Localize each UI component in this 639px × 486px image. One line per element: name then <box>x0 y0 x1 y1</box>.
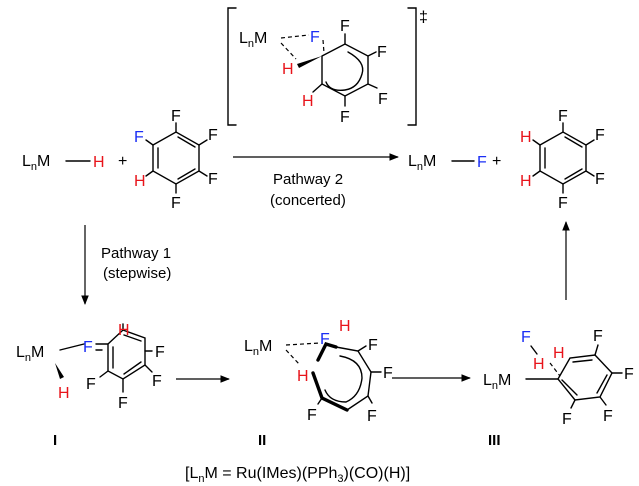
pathway-1-label: Pathway 1 <box>101 245 171 262</box>
fluorine-atom: F <box>378 91 388 108</box>
metal-L-label: LnM <box>483 372 511 392</box>
metal-L-label: LnM <box>408 153 436 173</box>
benzene-ring <box>539 131 587 185</box>
fluorine-atom: F <box>377 44 387 61</box>
plus-sign: + <box>492 153 501 170</box>
product-tetrafluorobenzene: H H F F F F <box>520 108 605 212</box>
intermediate-II: LnM F H H F F F F <box>244 318 393 425</box>
fluorine-atom: F <box>595 171 605 188</box>
wedge-bond <box>55 363 64 379</box>
fluorine-atom: F <box>320 331 330 348</box>
fluorine-atom: F <box>562 411 572 428</box>
metal-L-label: LnM <box>22 153 50 173</box>
hydrogen-atom: H <box>533 356 545 373</box>
hydrogen-atom: H <box>553 345 565 362</box>
delocalized-arc <box>325 51 364 92</box>
fluorine-atom: F <box>152 373 162 390</box>
fluorine-atom: F <box>171 108 181 125</box>
metal-L-label: LnM <box>239 30 267 50</box>
benzene-ring <box>152 131 200 185</box>
product-metal-fluoride: LnM F <box>408 153 487 173</box>
fluorine-atom: F <box>593 328 603 345</box>
reactant-metal-hydride: LnM H <box>22 153 105 173</box>
pathway-2-sublabel: (concerted) <box>270 192 346 209</box>
delocalized-arc <box>324 355 363 403</box>
hydrogen-atom: H <box>58 385 70 402</box>
fluorine-atom: F <box>368 337 378 354</box>
transition-state: ‡ LnM F H F F F F H <box>227 7 428 126</box>
benzene-ring <box>557 354 613 401</box>
fluorine-atom: F <box>558 195 568 212</box>
fluorine-atom: F <box>208 171 218 188</box>
fluorine-atom: F <box>155 344 165 361</box>
label-intermediate-I: I <box>53 432 57 449</box>
ring-front-edge <box>316 341 338 362</box>
fluorine-atom: F <box>86 376 96 393</box>
hydrogen-atom: H <box>118 322 130 339</box>
fluorine-atom: F <box>595 127 605 144</box>
intermediate-III: F H H LnM F F F F <box>483 328 634 428</box>
hydrogen-atom: H <box>339 318 351 335</box>
hydrogen-atom: H <box>520 173 532 190</box>
ligand-definition-footnote: [LnM = Ru(IMes)(PPh3)(CO)(H)] <box>185 465 410 485</box>
fluorine-atom: F <box>134 129 144 146</box>
reactant-pentafluorobenzene: F F F F F H <box>134 108 218 212</box>
fluorine-atom: F <box>83 339 93 356</box>
intermediate-I: LnM F H H F F F F <box>16 322 165 412</box>
hydrogen-atom: H <box>134 173 146 190</box>
plus-sign: + <box>118 153 127 170</box>
fluorine-atom: F <box>558 108 568 125</box>
pathway-1-sublabel: (stepwise) <box>103 265 171 282</box>
fluorine-atom: F <box>171 195 181 212</box>
fluorine-atom: F <box>310 29 320 46</box>
label-intermediate-II: II <box>258 432 266 449</box>
fluorine-atom: F <box>340 18 350 35</box>
fluorine-atom: F <box>208 127 218 144</box>
hydrogen-atom: H <box>520 129 532 146</box>
metal-L-label: LnM <box>16 344 44 364</box>
fluorine-atom: F <box>521 329 531 346</box>
hydrogen-atom: H <box>297 368 309 385</box>
bracket-left <box>227 7 237 126</box>
fluorine-atom: F <box>603 408 613 425</box>
metal-L-label: LnM <box>244 338 272 358</box>
fluorine-atom: F <box>340 109 350 126</box>
bracket-right <box>407 7 417 126</box>
fluorine-atom: F <box>477 154 487 171</box>
double-dagger-symbol: ‡ <box>419 9 428 26</box>
wedge-bond <box>297 56 322 68</box>
fluorine-atom: F <box>307 407 317 424</box>
fluorine-atom: F <box>383 365 393 382</box>
fluorine-atom: F <box>624 366 634 383</box>
ring-outline <box>321 43 369 97</box>
label-intermediate-III: III <box>488 432 501 449</box>
hydrogen-atom: H <box>302 93 314 110</box>
fluorine-atom: F <box>118 395 128 412</box>
fluorine-atom: F <box>367 408 377 425</box>
hydrogen-atom: H <box>93 154 105 171</box>
pathway-2-label: Pathway 2 <box>273 171 343 188</box>
hydrogen-atom: H <box>282 61 294 78</box>
